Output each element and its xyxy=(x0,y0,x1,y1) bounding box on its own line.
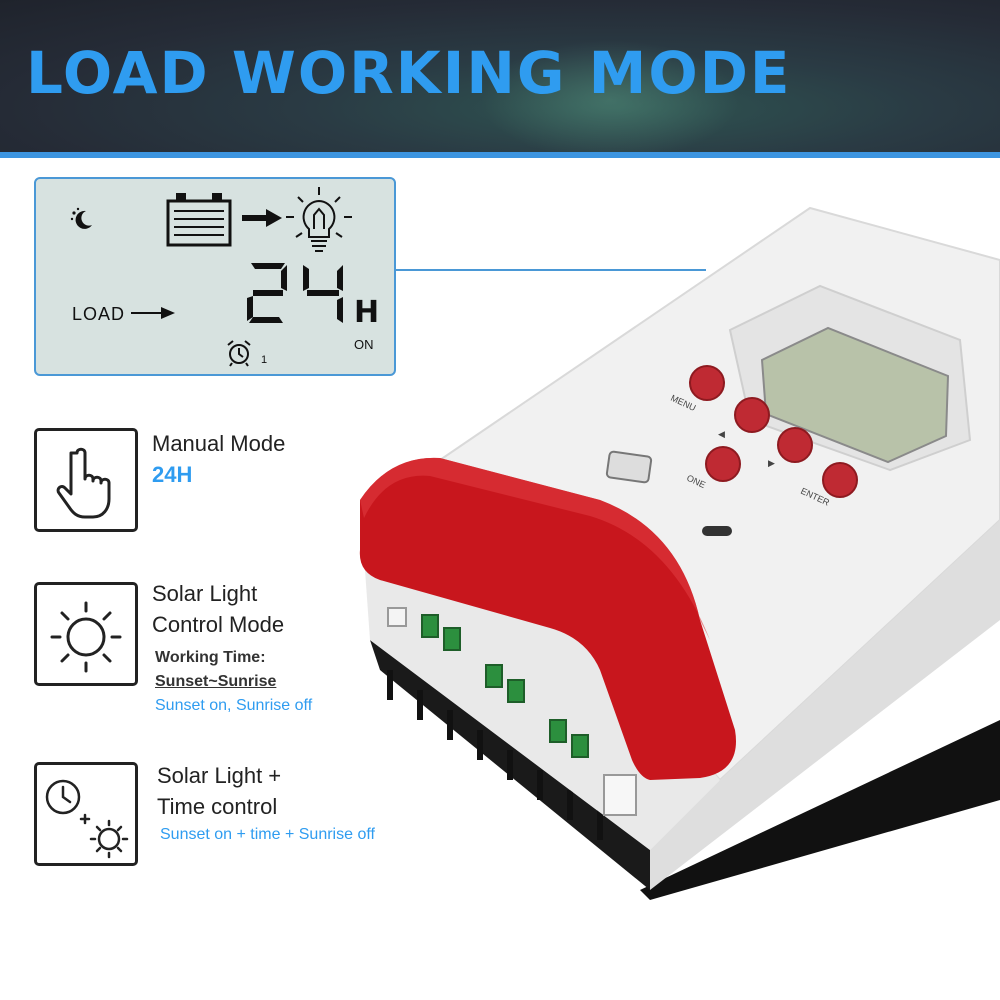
clock-sun-icon xyxy=(45,779,129,859)
time-mode-title-1: Solar Light + xyxy=(157,763,282,788)
solar-mode-title-1: Solar Light xyxy=(152,581,258,606)
page-title: LOAD WORKING MODE xyxy=(26,39,792,107)
manual-mode-sub: 24H xyxy=(152,462,193,487)
right-button-label: ▶ xyxy=(768,458,775,468)
time-mode-icon-box xyxy=(34,762,138,866)
terminal-3 xyxy=(485,664,503,688)
callout-line xyxy=(394,269,706,271)
sun-icon xyxy=(50,601,122,673)
aurora-glow xyxy=(480,40,740,155)
manual-mode-icon-box xyxy=(34,428,138,532)
lcd-state: ON xyxy=(354,337,374,352)
manual-mode-title: Manual Mode xyxy=(152,431,286,456)
solar-mode-details: Working Time: Sunset~Sunrise Sunset on, … xyxy=(155,646,312,718)
lcd-display-panel: LOAD H ON 1 xyxy=(34,177,396,376)
solar-mode-text: Solar Light Control Mode xyxy=(152,578,284,640)
solar-mode-title-2: Control Mode xyxy=(152,612,285,637)
seven-segment-digits xyxy=(247,263,343,323)
device-base xyxy=(640,720,1000,900)
terminal-4 xyxy=(507,679,525,703)
terminal-2 xyxy=(443,627,461,651)
battery-icon xyxy=(166,193,232,247)
load-label: LOAD xyxy=(72,304,126,324)
solar-charge-controller-illustration: MENU ◀ ▶ ONE ENTER xyxy=(359,206,1000,900)
usb-c-port xyxy=(702,526,732,536)
enter-button[interactable] xyxy=(822,462,858,498)
lcd-unit: H xyxy=(354,295,380,330)
working-time-label: Working Time: xyxy=(155,649,266,666)
time-mode-title-2: Time control xyxy=(157,794,278,819)
light-bulb-icon xyxy=(286,187,352,252)
banner-divider xyxy=(0,152,1000,158)
one-button[interactable] xyxy=(705,446,741,482)
header-banner: LOAD WORKING MODE xyxy=(0,0,1000,155)
time-mode-desc: Sunset on + time + Sunrise off xyxy=(160,826,375,843)
solar-mode-icon-box xyxy=(34,582,138,686)
load-arrow-icon xyxy=(131,307,175,319)
usb-a-port xyxy=(605,450,653,484)
terminal-6 xyxy=(571,734,589,758)
alarm-clock-icon xyxy=(227,340,251,367)
terminal-1 xyxy=(421,614,439,638)
hand-pointer-icon xyxy=(56,447,111,519)
menu-button[interactable] xyxy=(689,365,725,401)
solar-mode-desc: Sunset on, Sunrise off xyxy=(155,697,313,714)
terminal-5 xyxy=(549,719,567,743)
arrow-right-icon xyxy=(242,209,282,227)
working-time-value: Sunset~Sunrise xyxy=(155,673,277,690)
timer-index: 1 xyxy=(261,354,268,366)
left-button-label: ◀ xyxy=(718,429,725,439)
left-button[interactable] xyxy=(734,397,770,433)
manual-mode-text: Manual Mode 24H xyxy=(152,428,285,490)
right-button[interactable] xyxy=(777,427,813,463)
moon-stars-icon xyxy=(70,207,92,229)
time-mode-text: Solar Light + Time control xyxy=(157,760,281,822)
